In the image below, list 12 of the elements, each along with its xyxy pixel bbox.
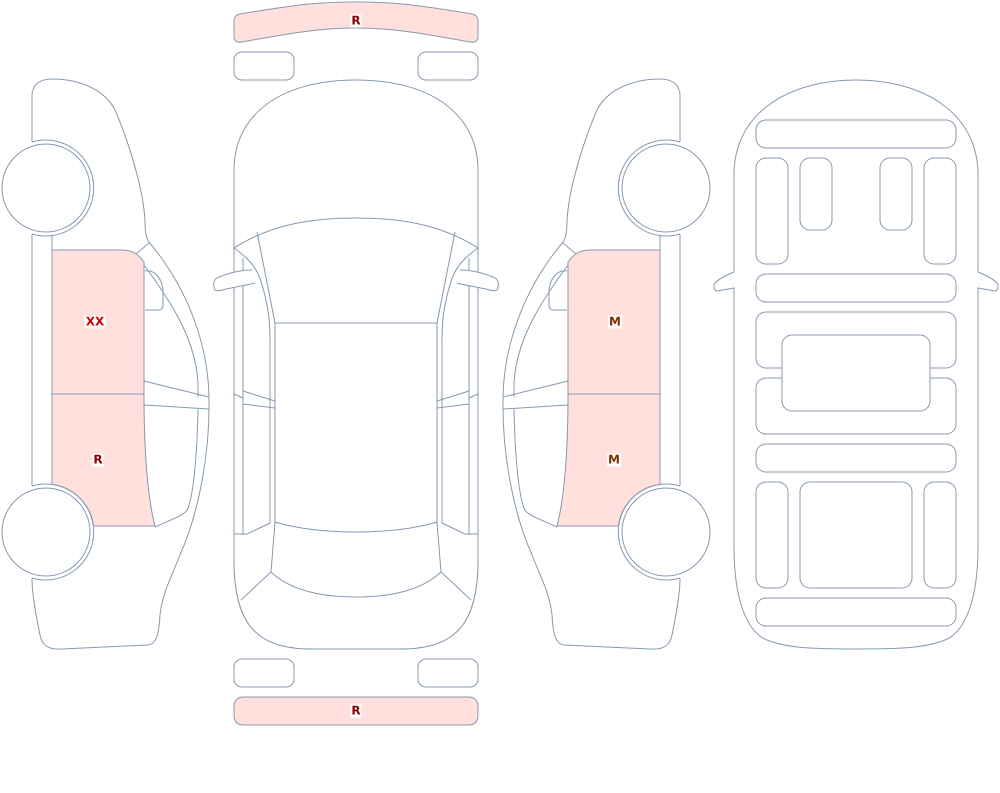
damage-code: R xyxy=(350,704,362,718)
damage-code: M xyxy=(608,316,622,328)
damage-code: R xyxy=(350,14,362,28)
damage-code: R xyxy=(92,454,104,466)
front-door-panel xyxy=(568,250,660,394)
rear-door-panel xyxy=(557,394,660,526)
front-bumper-panel xyxy=(234,2,478,43)
damage-code: M xyxy=(607,454,621,466)
rear-door-panel xyxy=(52,394,155,526)
rear-bumper-panel xyxy=(234,697,478,725)
front-door-panel xyxy=(52,250,144,394)
damage-code: XX xyxy=(84,316,106,328)
